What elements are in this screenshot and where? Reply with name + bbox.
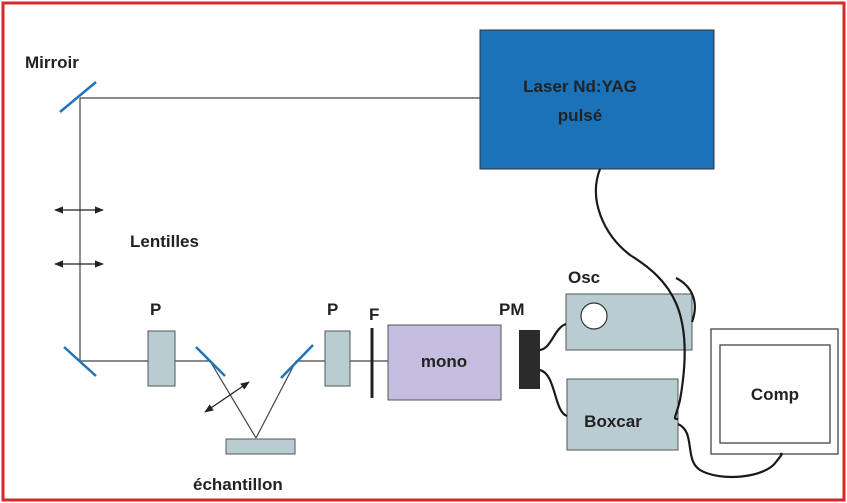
cables <box>539 168 783 479</box>
mirror-top-left <box>59 81 97 113</box>
boxcar <box>566 378 679 451</box>
computer-screen <box>719 344 831 444</box>
mirror-sample-out <box>280 344 314 379</box>
sample <box>225 438 296 455</box>
boxcar-label: Boxcar <box>584 412 642 431</box>
lenses-label: Lentilles <box>130 232 199 251</box>
monochromator <box>387 324 502 401</box>
polarizer-2-label: P <box>327 300 338 319</box>
mirror-sample-in <box>195 346 226 377</box>
rotation-arrow <box>204 381 250 413</box>
polarizer-1-label: P <box>150 300 161 319</box>
oscilloscope-label: Osc <box>568 268 600 287</box>
laser-label-line2: pulsé <box>558 106 602 125</box>
polarizer-2 <box>324 330 351 387</box>
filter-label: F <box>369 305 379 324</box>
oscilloscope-screen <box>580 302 608 330</box>
beam-path <box>79 97 480 439</box>
mirror-label: Mirroir <box>25 53 79 72</box>
laser <box>479 29 715 170</box>
monochromator-label: mono <box>421 352 467 371</box>
computer-label: Comp <box>751 385 799 404</box>
sample-label: échantillon <box>193 475 283 494</box>
polarizer-1 <box>147 330 176 387</box>
photomultiplier <box>519 330 540 389</box>
laser-label-line1: Laser Nd:YAG <box>523 77 637 96</box>
mirror-bottom-left <box>63 346 97 377</box>
photomultiplier-label: PM <box>499 300 525 319</box>
